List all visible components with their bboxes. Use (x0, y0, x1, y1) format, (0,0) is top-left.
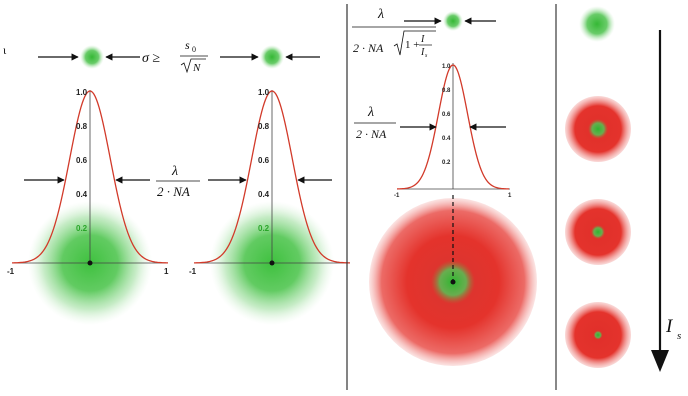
left-plot-1-ytick-5: 0.2 (76, 224, 88, 233)
left-diffraction-limit-label: λ 2 · NA (156, 164, 200, 199)
criterion-lhs: σ ≥ (142, 51, 160, 66)
left-center-dot-2 (269, 260, 275, 266)
resolution-criterion: σ ≥ s 0 N (142, 38, 208, 74)
left-plot-1-xtick-right: 1 (164, 267, 169, 276)
left-psf-curve-2 (193, 90, 351, 264)
right-core-1 (588, 119, 608, 139)
middle-2na: 2 · NA (356, 127, 387, 141)
middle-psf-curve (396, 64, 510, 190)
left-plot-1-ytick-2: 0.8 (76, 122, 88, 131)
criterion-numerator: s (185, 38, 190, 52)
middle-plot-ytick-1: 1.0 (442, 64, 451, 70)
left-plot-2-xtick-left: -1 (189, 267, 197, 276)
right-core-3 (593, 330, 603, 340)
left-top-spot-2 (260, 45, 284, 69)
left-plot-1-ytick-4: 0.4 (76, 190, 88, 199)
left-2na: 2 · NA (157, 184, 190, 199)
middle-plot-xtick-left: -1 (394, 193, 400, 199)
middle-plot-xtick-right: 1 (508, 193, 512, 199)
intensity-arrow-head (651, 350, 669, 372)
middle-plot-ytick-5: 0.2 (442, 160, 451, 166)
left-plot-2-ytick-3: 0.6 (258, 156, 270, 165)
right-spot-no-depletion (579, 6, 615, 42)
sted-lambda: λ (377, 7, 384, 22)
criterion-sqrt-sign (180, 58, 206, 74)
right-core-2 (591, 225, 605, 239)
middle-lambda: λ (367, 105, 374, 120)
middle-plot-ytick-4: 0.4 (442, 136, 451, 142)
sted-inner-den: I (420, 47, 425, 58)
criterion-numerator-sub: 0 (192, 45, 196, 54)
criterion-denominator: N (192, 62, 201, 74)
sted-denom-prefix: 2 · NA (353, 41, 384, 55)
left-plot-1-ytick-1: 1.0 (76, 88, 88, 97)
left-plot-2-ytick-5: 0.2 (258, 224, 270, 233)
intensity-label: I (665, 316, 674, 337)
sted-resolution-formula: λ 2 · NA 1 + I I s (352, 7, 436, 59)
left-plot-2-ytick-1: 1.0 (258, 88, 270, 97)
left-lambda: λ (171, 164, 178, 179)
middle-plot-ytick-2: 0.8 (442, 88, 451, 94)
left-plot-1-xtick-left: -1 (7, 267, 15, 276)
left-top-spot-1 (80, 45, 104, 69)
middle-diffraction-limit-label: λ 2 · NA (354, 105, 396, 141)
intensity-sub: s (677, 330, 681, 342)
corner-mark: ι (3, 43, 7, 57)
left-psf-curve-1 (11, 90, 169, 264)
middle-center-dot (450, 279, 456, 285)
sted-inner-one: 1 + (405, 39, 419, 51)
middle-panel: λ 2 · NA 1 + I I s 1.0 0.8 0.6 0.4 0.2 -… (352, 7, 537, 366)
sted-inner-den-sub: s (425, 53, 428, 59)
sted-sqrt-sign (393, 30, 436, 56)
sted-inner-num: I (420, 34, 425, 45)
middle-top-spot (443, 11, 463, 31)
left-center-dot-1 (87, 260, 93, 266)
left-plot-2-ytick-2: 0.8 (258, 122, 270, 131)
left-panel: ι σ ≥ s 0 N 1.0 0.8 0.6 0.4 (3, 38, 351, 325)
middle-plot-ytick-3: 0.6 (442, 112, 451, 118)
right-panel: I s (565, 6, 681, 372)
left-plot-1-ytick-3: 0.6 (76, 156, 88, 165)
left-plot-2-ytick-4: 0.4 (258, 190, 270, 199)
